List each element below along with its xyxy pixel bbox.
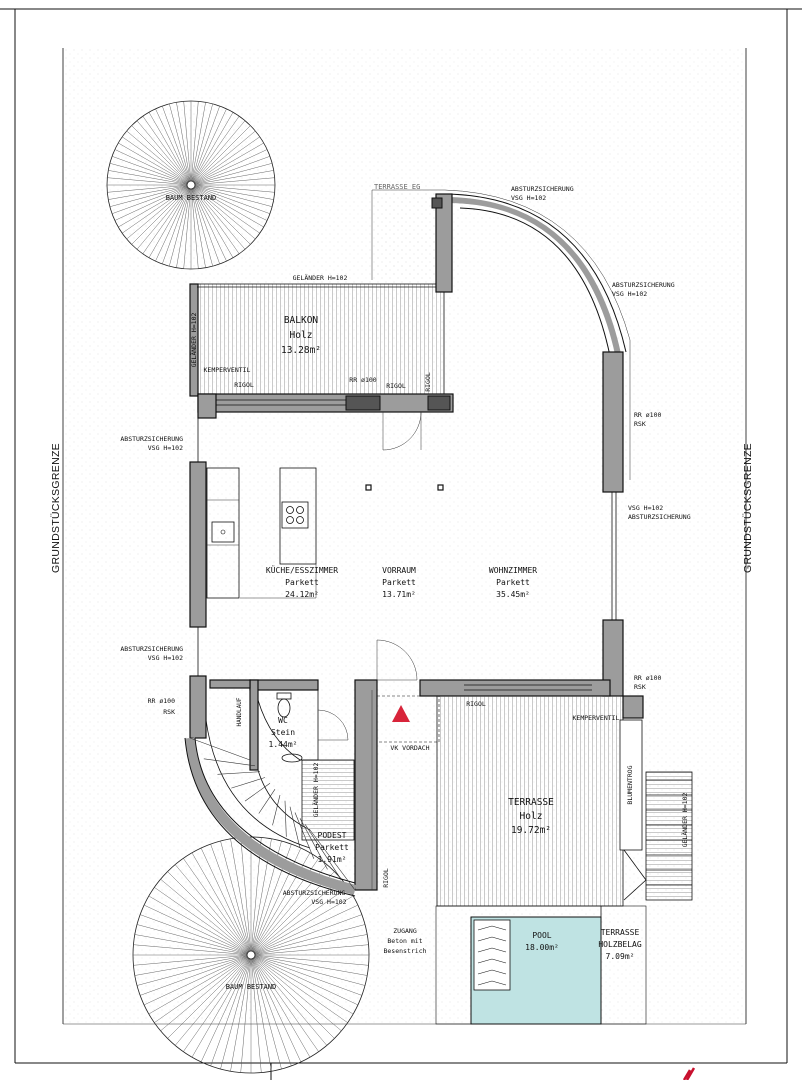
fall-protection-bottom-1b: VSG H=102 — [311, 898, 346, 906]
room-labels: BALKON Holz 13.28m² KÜCHE/ESSZIMMER Park… — [266, 315, 642, 961]
room-wohnzimmer-floor: Parkett — [496, 578, 530, 587]
tree-bottom-label: BAUM BESTAND — [226, 983, 277, 991]
tree-bottom-symbol — [132, 836, 370, 1074]
exterior-walls — [189, 193, 624, 891]
vk-vordach-label: VK VORDACH — [390, 744, 429, 752]
kitchen-island — [279, 467, 317, 565]
terrace — [436, 695, 693, 907]
room-vorraum-floor: Parkett — [382, 578, 416, 587]
room-terrasse-area: 19.72m² — [511, 825, 551, 836]
cooktop-icon — [281, 501, 309, 529]
entrance-triangle-icon — [392, 705, 410, 722]
railing-balcony-side-label: GELÄNDER H=102 — [189, 313, 198, 368]
rr-1: RR ø100 — [349, 376, 376, 384]
fall-protection-right-b: ABSTURZSICHERUNG — [628, 513, 691, 521]
room-pool-name: POOL — [532, 931, 551, 940]
railing-balcony-label: GELÄNDER H=102 — [293, 273, 348, 282]
room-podest-floor: Parkett — [315, 843, 349, 852]
fall-protection-top-1: ABSTURZSICHERUNG — [511, 185, 574, 193]
rr-4: RR ø100 — [148, 697, 175, 705]
fall-protection-left-2: ABSTURZSICHERUNG — [120, 645, 183, 653]
room-terrasse2-area: 7.09m² — [606, 952, 635, 961]
balcony-area — [189, 283, 445, 397]
annotations: GELÄNDER H=102 GELÄNDER H=102 ABSTURZSIC… — [120, 185, 690, 955]
room-wc-name: WC — [278, 716, 288, 725]
room-vorraum-area: 13.71m² — [382, 590, 416, 599]
toilet-icon — [276, 692, 292, 718]
railing-stairs-label: GELÄNDER H=102 — [311, 763, 320, 818]
rr-3: RR ø100 — [634, 674, 661, 682]
room-wohnzimmer-area: 35.45m² — [496, 590, 530, 599]
room-podest-area: 1.91m² — [318, 855, 347, 864]
kemper-valve-1: KEMPERVENTIL — [204, 366, 251, 374]
rr-3b: RSK — [634, 683, 646, 691]
room-wohnzimmer-name: WOHNZIMMER — [489, 566, 537, 575]
rigol-2: RIGOL — [386, 382, 406, 390]
terrace-eg-label: TERRASSE EG — [374, 183, 420, 191]
room-balkon-name: BALKON — [284, 315, 319, 326]
interior — [206, 411, 444, 681]
sink-icon — [211, 521, 235, 543]
rr-2b: RSK — [634, 420, 646, 428]
windows — [197, 395, 617, 691]
fall-protection-left-2b: VSG H=102 — [148, 654, 183, 662]
curved-stair — [184, 690, 373, 897]
fall-protection-top-2: ABSTURZSICHERUNG — [612, 281, 675, 289]
room-kueche-area: 24.12m² — [285, 590, 319, 599]
fall-protection-left-1: ABSTURZSICHERUNG — [120, 435, 183, 443]
room-wc-floor: Stein — [271, 728, 295, 737]
room-terrasse2-floor: HOLZBELAG — [598, 940, 642, 949]
rigol-4: RIGOL — [466, 700, 486, 708]
pool — [435, 905, 647, 1025]
brand-mark — [682, 1067, 696, 1080]
blumentrog-label: BLUMENTROG — [626, 765, 634, 804]
rigol-1: RIGOL — [234, 381, 254, 389]
boundary-right-label: GRUNDSTÜCKSGRENZE — [742, 443, 754, 573]
room-vorraum-name: VORRAUM — [382, 566, 416, 575]
rigol-5: RIGOL — [382, 868, 390, 888]
fall-protection-left-1b: VSG H=102 — [148, 444, 183, 452]
room-terrasse2-name: TERRASSE — [601, 928, 640, 937]
kemper-valve-2: KEMPERVENTIL — [573, 714, 620, 722]
room-balkon-area: 13.28m² — [281, 345, 321, 356]
tree-top-label: BAUM BESTAND — [166, 194, 217, 202]
tree-top-symbol — [106, 100, 276, 270]
boundary-left-label: GRUNDSTÜCKSGRENZE — [50, 443, 62, 573]
room-kueche-name: KÜCHE/ESSZIMMER — [266, 565, 338, 575]
room-terrasse-name: TERRASSE — [508, 797, 554, 808]
fall-protection-right-a: VSG H=102 — [628, 504, 663, 512]
rigol-3: RIGOL — [424, 372, 432, 392]
fall-protection-top-2b: VSG H=102 — [612, 290, 647, 298]
terrace-eg-outline — [371, 189, 631, 480]
room-balkon-floor: Holz — [290, 330, 313, 341]
side-stair — [623, 771, 693, 901]
rr-2: RR ø100 — [634, 411, 661, 419]
zugang-label-1: ZUGANG — [393, 927, 417, 935]
rr-4b: RSK — [163, 708, 175, 716]
room-podest-name: PODEST — [318, 831, 347, 840]
handrail-label: HANDLAUF — [236, 697, 243, 726]
living-curved-wall — [444, 193, 627, 357]
room-wc-area: 1.44m² — [269, 740, 298, 749]
railing-right-label: GELÄNDER H=102 — [680, 793, 689, 848]
fall-protection-bottom-1: ABSTURZSICHERUNG — [283, 889, 346, 897]
room-kueche-floor: Parkett — [285, 578, 319, 587]
fall-protection-top-1b: VSG H=102 — [511, 194, 546, 202]
zugang-label-3: Besenstrich — [383, 947, 426, 955]
room-pool-area: 18.00m² — [525, 943, 559, 952]
zugang-label-2: Beton mit — [387, 937, 422, 945]
room-terrasse-floor: Holz — [520, 811, 543, 822]
